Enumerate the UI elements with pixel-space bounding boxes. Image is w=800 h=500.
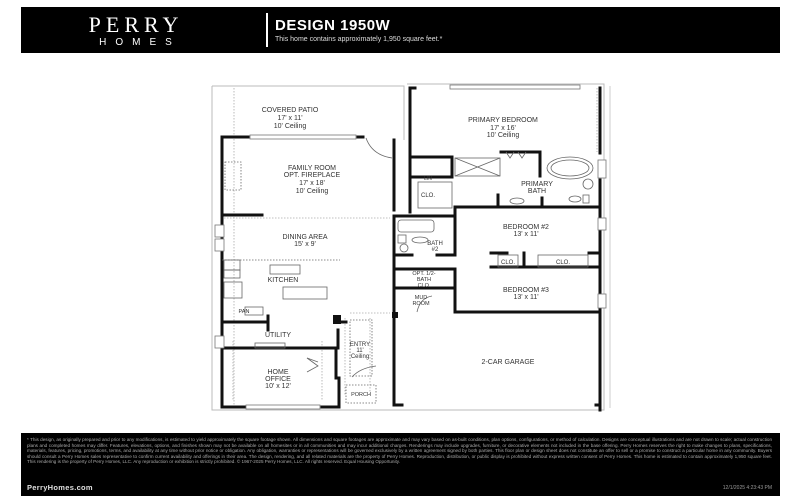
- design-subtitle: This home contains approximately 1,950 s…: [275, 36, 443, 43]
- bedroom-2-label: BEDROOM #2: [503, 224, 549, 231]
- bath-2-label-2: #2: [432, 247, 439, 253]
- design-title: DESIGN 1950W: [275, 17, 391, 34]
- primary-closet-label: CLO.: [421, 193, 435, 199]
- footer-banner: * This design, as originally prepared an…: [21, 433, 780, 496]
- exterior-outline: [211, 83, 611, 411]
- timestamp: 12/1/2025 4:23:43 PM: [722, 485, 772, 491]
- windows: [214, 84, 607, 410]
- family-room-ceiling: 10' Ceiling: [296, 188, 329, 195]
- linen-label: LIN: [424, 176, 432, 182]
- porch-label: PORCH: [351, 392, 371, 398]
- bath-2-label-1: BATH: [427, 241, 443, 247]
- kitchen-label: KITCHEN: [268, 277, 299, 284]
- opt-half-bath-label-2: BATH: [417, 277, 431, 283]
- mud-room-label-1: MUD: [415, 295, 428, 301]
- entry-ceiling-height: 11': [356, 348, 363, 354]
- primary-bath-label-1: PRIMARY: [521, 181, 553, 188]
- dining-area-size: 15' x 9': [294, 241, 316, 248]
- bedroom-3-size: 13' x 11': [513, 294, 538, 301]
- website-link[interactable]: PerryHomes.com: [27, 483, 93, 492]
- wall-posts: [333, 312, 398, 324]
- garage-label: 2-CAR GARAGE: [482, 359, 535, 366]
- primary-bedroom-ceiling: 10' Ceiling: [487, 132, 520, 139]
- logo-brand-main: PERRY: [88, 12, 184, 37]
- home-office-size: 10' x 12': [265, 383, 291, 390]
- mud-room-label-2: ROOM: [412, 301, 430, 307]
- bedroom-2-closet-a-label: CLO.: [501, 260, 515, 266]
- perry-homes-logo: PERRY HOMES: [21, 7, 251, 53]
- pantry-label: PAN: [239, 309, 250, 315]
- walls: [220, 86, 602, 412]
- header-divider: [266, 13, 268, 47]
- primary-bath-label-2: BATH: [528, 188, 546, 195]
- family-room-size: 17' x 18': [299, 180, 325, 187]
- logo-brand-sub: HOMES: [99, 37, 181, 48]
- dining-area-label: DINING AREA: [282, 234, 327, 241]
- bedroom-3-label: BEDROOM #3: [503, 287, 549, 294]
- primary-bedroom-label: PRIMARY BEDROOM: [468, 117, 538, 124]
- room-labels: COVERED PATIO 17' x 11' 10' Ceiling FAMI…: [239, 107, 571, 398]
- family-room-label: FAMILY ROOM: [288, 165, 336, 172]
- bedroom-2-size: 13' x 11': [513, 231, 538, 238]
- legal-disclaimer: * This design, as originally prepared an…: [27, 437, 772, 465]
- home-office-label-2: OFFICE: [265, 376, 291, 383]
- covered-patio-label: COVERED PATIO: [262, 107, 319, 114]
- entry-ceiling-label: Ceiling: [351, 354, 369, 360]
- opt-half-bath-label-1: OPT. 1/2-: [412, 271, 435, 277]
- header-banner: PERRY HOMES DESIGN 1950W This home conta…: [21, 7, 780, 53]
- dotted-lines: [224, 88, 598, 405]
- utility-label: UTILITY: [265, 332, 291, 339]
- family-room-option: OPT. FIREPLACE: [284, 172, 341, 179]
- entry-label: ENTRY: [350, 342, 370, 348]
- covered-patio-ceiling: 10' Ceiling: [274, 123, 307, 130]
- fixtures: [222, 156, 594, 404]
- primary-bedroom-size: 17' x 16': [490, 125, 516, 132]
- home-office-label-1: HOME: [268, 369, 289, 376]
- covered-patio-size: 17' x 11': [277, 115, 302, 122]
- bedroom-2-closet-b-label: CLO.: [556, 260, 570, 266]
- doors: [306, 137, 527, 378]
- hall-closet-label: CLO.: [418, 283, 431, 289]
